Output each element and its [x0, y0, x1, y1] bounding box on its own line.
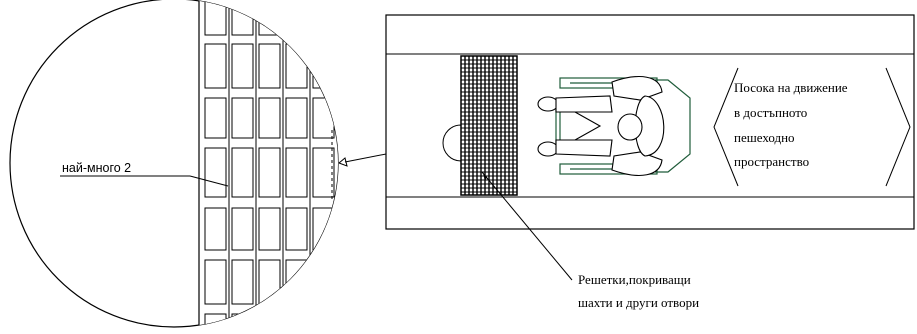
detail-grate-grid: [198, 0, 338, 327]
arrow-head-left: [713, 67, 739, 187]
grate-slot: [312, 147, 335, 198]
grate-label-line-2: шахти и други отвори: [578, 295, 699, 310]
direction-arrow: Посока на движение в достъпното пешеходн…: [713, 67, 911, 187]
grate-slot: [258, 0, 281, 36]
magnified-grate-detail: [9, 0, 339, 328]
direction-line-4: пространство: [734, 154, 809, 169]
person-figure: [537, 76, 665, 176]
grate-slot: [285, 43, 308, 89]
grate-slot: [231, 259, 254, 305]
grate-slot: [285, 0, 308, 36]
direction-line-2: в достъпното: [734, 105, 807, 120]
grate-label-leader: Решетки,покриващи шахти и други отвори: [481, 171, 699, 310]
grate-slot: [312, 97, 335, 139]
foot-bottom: [537, 141, 559, 157]
grate-slot: [231, 207, 254, 251]
grate-slot: [204, 97, 227, 139]
direction-line-3: пешеходно: [734, 130, 795, 145]
grate-leader-line: [481, 171, 573, 281]
grate-slot: [258, 147, 281, 198]
grate-slot: [258, 43, 281, 89]
grate-slot: [204, 207, 227, 251]
grate-slot: [285, 97, 308, 139]
grate-slot: [285, 259, 308, 305]
grate-slot: [204, 259, 227, 305]
grate-slot: [312, 207, 335, 251]
grate-slot: [231, 43, 254, 89]
grate-slot: [231, 313, 254, 327]
walkway-grate: [460, 55, 518, 196]
grate-slot: [231, 147, 254, 198]
foot-top: [537, 96, 559, 112]
grate-slot: [258, 97, 281, 139]
gap-leader-line: [189, 175, 229, 187]
detail-marker: [442, 124, 462, 162]
grate-slot: [312, 259, 335, 305]
gap-label: най-много 2: [62, 161, 131, 175]
grate-slot: [312, 0, 335, 36]
grate-slot: [312, 43, 335, 89]
grate-slot: [285, 147, 308, 198]
grate-slot: [204, 0, 227, 36]
direction-line-1: Посока на движение: [734, 80, 848, 95]
grate-slot: [258, 207, 281, 251]
grate-slot: [312, 313, 335, 327]
grate-leader-tip: [483, 173, 487, 181]
grate-slot: [231, 97, 254, 139]
grate-label-line-1: Решетки,покриващи: [578, 272, 691, 287]
grate-slot: [285, 207, 308, 251]
grate-slot: [258, 259, 281, 305]
arrow-head-right: [885, 67, 911, 187]
grate-slot: [285, 313, 308, 327]
grate-slot: [204, 43, 227, 89]
head: [617, 113, 643, 141]
grate-slot: [204, 147, 227, 198]
gap-label-leader: най-много 2: [60, 161, 229, 187]
grate-slot: [258, 313, 281, 327]
